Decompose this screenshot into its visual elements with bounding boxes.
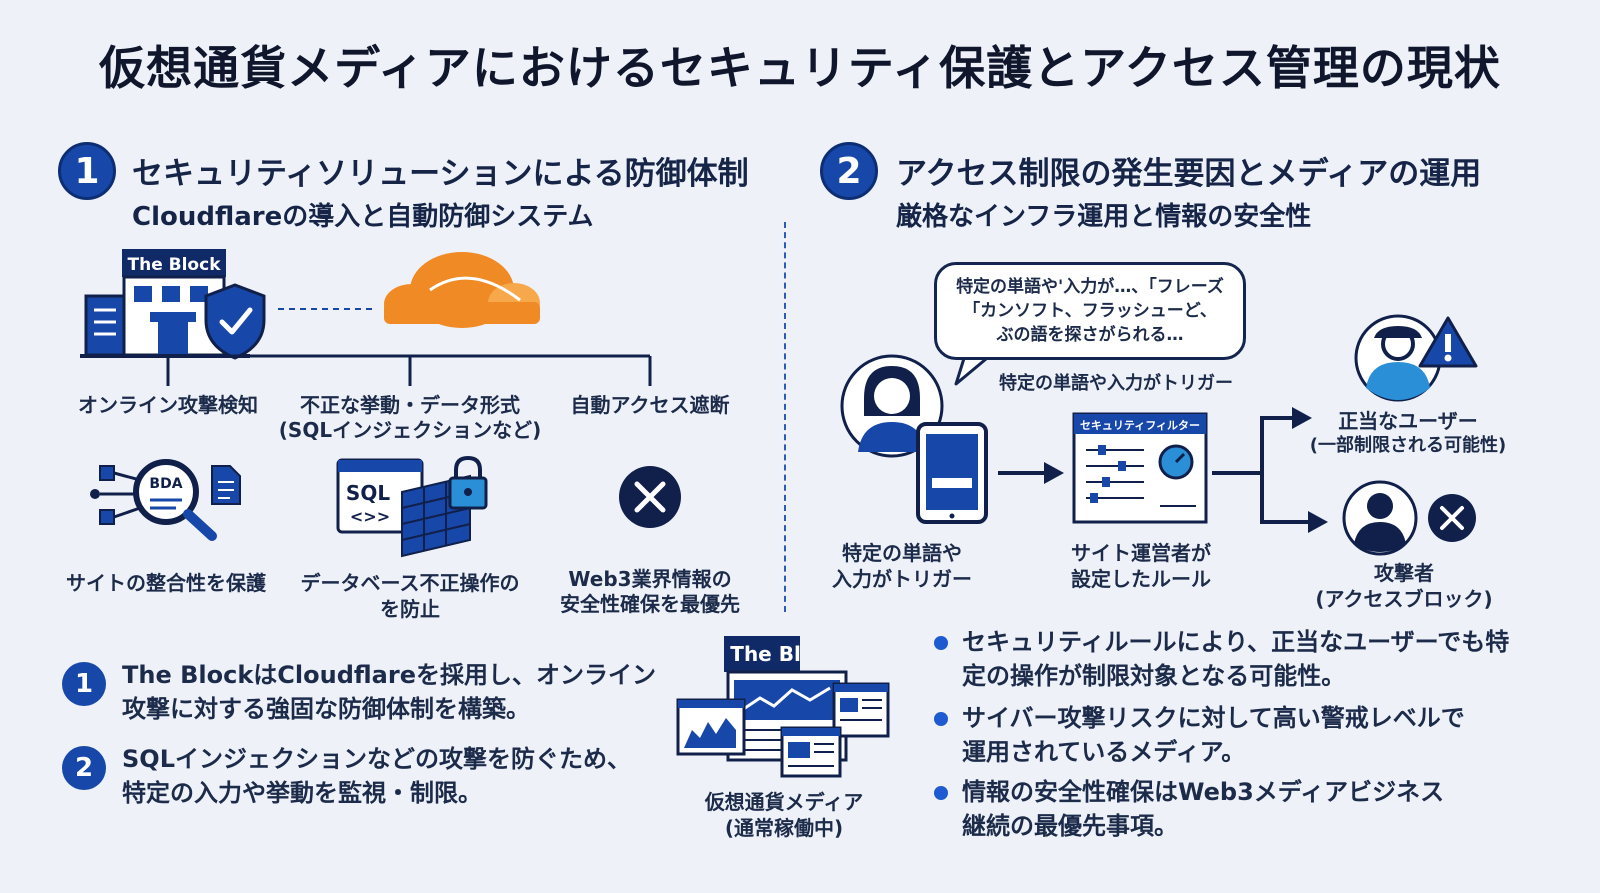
attacker-label-line1: 攻撃者 [1374, 561, 1434, 585]
sql-code-text: <>> [350, 507, 390, 526]
media-label-line2: (通常稼働中) [724, 816, 844, 840]
trigger-caption: 特定の単語や入力がトリガー [999, 373, 1233, 394]
filter-title-text: セキュリティフィルター [1080, 419, 1200, 432]
bullet2-line2: 運用されているメディア。 [962, 738, 1246, 766]
shield-check-icon [204, 283, 266, 360]
trigger-speech-bubble: 特定の単語や'入力が…、「フレーズ 「カンソフト、フラッシューど、 ぶの語を探さ… [934, 262, 1246, 360]
security-filter-panel: セキュリティフィルター [1072, 412, 1208, 524]
outcome-db-protect-line2: を防止 [380, 597, 440, 621]
point2-line1: SQLインジェクションなどの攻撃を防ぐため、 [122, 745, 631, 773]
block-x-icon [619, 466, 681, 528]
point1-line2: 攻撃に対する強固な防御体制を構築。 [122, 695, 530, 723]
tablet-icon [916, 422, 988, 524]
bullet3-line2: 継続の最優先事項。 [962, 812, 1178, 840]
section2-number-badge: 2 [820, 142, 878, 200]
point1-number: 1 [62, 662, 106, 706]
cloudflare-cloud-icon [384, 252, 540, 328]
feature-anomaly-label-line1: 不正な挙動・データ形式 [300, 393, 520, 417]
outcome-web3-safety-line2: 安全性確保を最優先 [560, 592, 740, 616]
section-divider [784, 222, 786, 612]
media-dashboard-icon: The Block [724, 636, 800, 672]
section2-heading: アクセス制限の発生要因とメディアの運用 [896, 156, 1482, 192]
attacker-label-line2: (アクセスブロック) [1315, 587, 1493, 611]
outcome-site-integrity-label: サイトの整合性を保護 [66, 571, 266, 595]
rule-label-line1: サイト運営者が [1071, 541, 1211, 565]
bullet2-dot [934, 712, 948, 726]
user-trigger-label-line2: 入力がトリガー [832, 567, 972, 591]
bullet2-line1: サイバー攻撃リスクに対して高い警戒レベルで [962, 704, 1465, 732]
media-sign-text: The Block [730, 642, 800, 666]
attacker-block-x-icon [1428, 494, 1476, 542]
building-sign-text: The Block [128, 255, 222, 275]
magnifier-scan-icon: BDA [90, 459, 241, 541]
bubble-line2: 「カンソフト、フラッシューど、 [963, 301, 1217, 321]
bubble-line1: 特定の単語や'入力が…、「フレーズ [956, 277, 1224, 297]
point2-line2: 特定の入力や挙動を監視・制限。 [122, 779, 482, 807]
media-label-line1: 仮想通貨メディア [704, 790, 864, 814]
section1-diagram: The Block BDA [80, 249, 800, 672]
bubble-line3: ぶの語を探さがられる… [996, 325, 1184, 345]
warning-icon [1418, 316, 1478, 368]
attacker-avatar-icon [1342, 480, 1418, 556]
bullet1-line1: セキュリティルールにより、正当なユーザーでも特 [962, 628, 1510, 656]
bullet1-dot [934, 636, 948, 650]
section1-subheading: Cloudflareの導入と自動防御システム [132, 202, 594, 232]
bullet3-line1: 情報の安全性確保はWeb3メディアビジネス [962, 778, 1445, 806]
page-title: 仮想通貨メディアにおけるセキュリティ保護とアクセス管理の現状 [99, 41, 1501, 95]
section1-number-badge: 1 [58, 142, 116, 200]
sql-label-text: SQL [346, 481, 390, 505]
magnifier-text: BDA [149, 476, 182, 492]
outcome-db-protect-line1: データベース不正操作の [300, 571, 520, 595]
media-screens-illustration [676, 670, 890, 778]
feature-attack-detection-label: オンライン攻撃検知 [78, 393, 258, 417]
rule-label-line2: 設定したルール [1071, 567, 1211, 591]
bullet1-line2: 定の操作が制限対象となる可能性。 [962, 662, 1346, 690]
point1-line1: The BlockはCloudflareを採用し、オンライン [122, 661, 656, 689]
section2-subheading: 厳格なインフラ運用と情報の安全性 [896, 202, 1312, 232]
point2-number: 2 [62, 746, 106, 790]
legit-user-label-line2: (一部制限される可能性) [1309, 435, 1507, 456]
sql-firewall-icon: SQL <>> [336, 455, 488, 558]
feature-anomaly-label-line2: (SQLインジェクションなど) [278, 418, 542, 442]
section2-diagram: セキュリティフィルター [840, 314, 1478, 556]
feature-auto-block-label: 自動アクセス遮断 [570, 393, 730, 417]
user-trigger-label-line1: 特定の単語や [842, 541, 962, 565]
section1-heading: セキュリティソリューションによる防御体制 [132, 156, 749, 192]
bullet3-dot [934, 786, 948, 800]
outcome-web3-safety-line1: Web3業界情報の [568, 567, 732, 591]
legit-user-label-line1: 正当なユーザー [1338, 409, 1478, 433]
